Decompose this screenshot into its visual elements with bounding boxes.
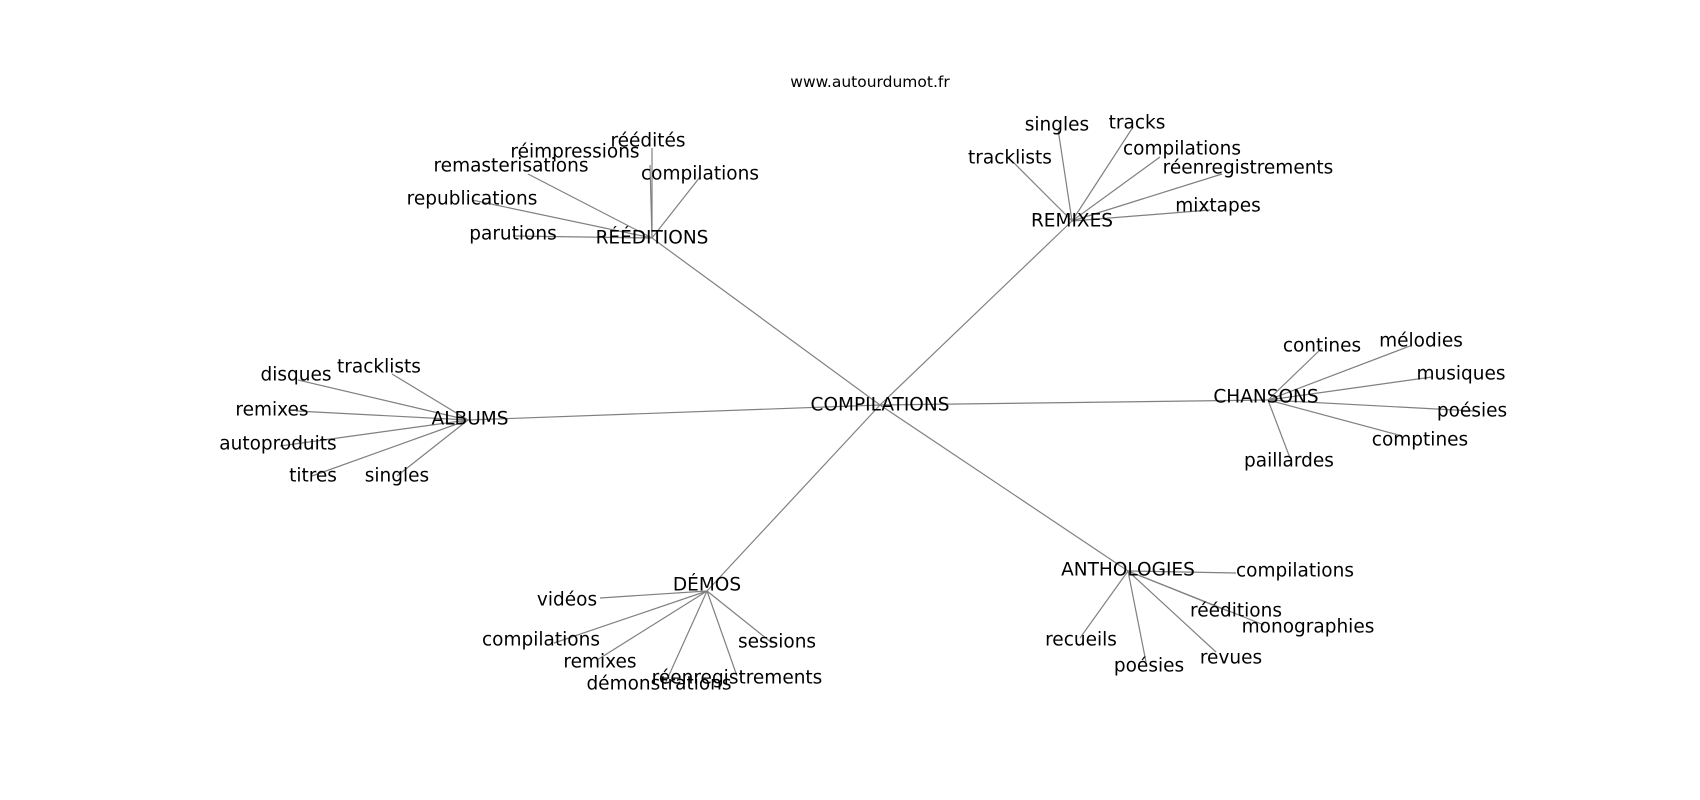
- labels-layer: COMPILATIONS RÉÉDITIONS rééditésréimpressi…: [219, 113, 1507, 695]
- leaf-node-label: musiques: [1416, 364, 1505, 385]
- edge-center-to-branch: [879, 404, 1129, 572]
- leaf-node-label: poésies: [1437, 401, 1507, 422]
- edge-center-to-branch: [467, 404, 881, 421]
- edge-branch-to-leaf: [1267, 399, 1291, 459]
- edge-branch-to-leaf: [512, 235, 653, 239]
- branch-node-label: RÉÉDITIONS: [596, 227, 709, 249]
- edge-branch-to-leaf: [1013, 162, 1073, 222]
- edge-branch-to-leaf: [295, 410, 469, 421]
- leaf-node-label: réimpressions: [510, 142, 639, 163]
- branch-node-label: CHANSONS: [1213, 387, 1318, 408]
- source-credit: www.autourdumot.fr: [790, 73, 950, 91]
- leaf-node-label: réenregistrements: [652, 668, 823, 689]
- edge-branch-to-leaf: [471, 199, 653, 239]
- edge-branch-to-leaf: [651, 176, 701, 239]
- branch-node-label: REMIXES: [1031, 211, 1113, 232]
- leaf-node-label: paillardes: [1244, 451, 1334, 472]
- edge-branch-to-leaf: [311, 419, 469, 477]
- branch-node-label: DÉMOS: [673, 574, 741, 596]
- edge-center-to-branch: [879, 399, 1269, 406]
- leaf-node-label: tracks: [1109, 113, 1166, 134]
- leaf-node-label: tracklists: [337, 357, 421, 378]
- edge-center-to-branch: [651, 237, 881, 406]
- edge-branch-to-leaf: [553, 590, 708, 644]
- edge-branch-to-leaf: [391, 373, 469, 421]
- edge-branch-to-leaf: [1267, 399, 1475, 412]
- edge-center-to-branch: [879, 220, 1073, 406]
- leaf-node-label: recueils: [1045, 630, 1117, 651]
- center-node-label: COMPILATIONS: [811, 395, 950, 416]
- edge-branch-to-leaf: [596, 590, 708, 661]
- branch-node-label: ALBUMS: [432, 409, 509, 430]
- leaf-node-label: compilations: [1123, 139, 1241, 160]
- edge-branch-to-leaf: [1071, 156, 1161, 222]
- leaf-node-label: remasterisations: [433, 156, 588, 177]
- leaf-node-label: démonstrations: [586, 674, 731, 695]
- edge-branch-to-leaf: [527, 173, 653, 239]
- edge-branch-to-leaf: [1127, 570, 1237, 574]
- leaf-node-label: mélodies: [1379, 331, 1463, 352]
- edge-branch-to-leaf: [1127, 570, 1147, 663]
- branch-node-label: ANTHOLOGIES: [1061, 560, 1195, 581]
- edge-branch-to-leaf: [706, 590, 773, 644]
- leaf-node-label: vidéos: [537, 590, 597, 611]
- leaf-node-label: monographies: [1242, 617, 1375, 638]
- leaf-node-label: titres: [289, 466, 337, 487]
- leaf-node-label: mixtapes: [1175, 196, 1260, 217]
- leaf-node-label: poésies: [1114, 656, 1184, 677]
- leaf-node-label: compilations: [482, 630, 600, 651]
- edge-branch-to-leaf: [1071, 209, 1211, 222]
- edge-branch-to-leaf: [1267, 345, 1411, 401]
- leaf-node-label: disques: [260, 365, 331, 386]
- edge-branch-to-leaf: [599, 590, 708, 599]
- leaf-node-label: compilations: [641, 164, 759, 185]
- edge-branch-to-leaf: [297, 379, 469, 421]
- edge-center-to-branch: [706, 404, 881, 592]
- leaf-node-label: comptines: [1372, 430, 1468, 451]
- edge-branch-to-leaf: [1267, 376, 1433, 401]
- edges-layer: [279, 126, 1475, 685]
- leaf-node-label: remixes: [235, 400, 308, 421]
- leaf-node-label: republications: [407, 189, 538, 210]
- edge-branch-to-leaf: [1267, 399, 1403, 437]
- edge-branch-to-leaf: [279, 419, 469, 447]
- edge-branch-to-leaf: [1071, 126, 1134, 222]
- edge-branch-to-leaf: [706, 590, 738, 677]
- edge-branch-to-leaf: [1127, 570, 1265, 626]
- leaf-node-label: revues: [1200, 648, 1262, 669]
- leaf-node-label: compilations: [1236, 561, 1354, 582]
- edge-branch-to-leaf: [1057, 128, 1073, 222]
- edge-branch-to-leaf: [664, 590, 708, 685]
- leaf-node-label: parutions: [469, 224, 557, 245]
- leaf-node-label: contines: [1283, 336, 1361, 357]
- edge-branch-to-leaf: [396, 419, 469, 477]
- edge-branch-to-leaf: [1079, 570, 1129, 639]
- leaf-node-label: sessions: [738, 632, 816, 653]
- leaf-node-label: singles: [365, 466, 429, 487]
- edge-branch-to-leaf: [1127, 570, 1217, 653]
- leaf-node-label: réenregistrements: [1163, 158, 1334, 179]
- leaf-node-label: tracklists: [968, 148, 1052, 169]
- leaf-node-label: remixes: [563, 652, 636, 673]
- leaf-node-label: rééditions: [1190, 601, 1282, 622]
- leaf-node-label: autoproduits: [219, 434, 336, 455]
- edge-branch-to-leaf: [1071, 173, 1223, 222]
- edge-branch-to-leaf: [1267, 347, 1323, 401]
- leaf-node-label: singles: [1025, 115, 1089, 136]
- leaf-node-label: réédités: [610, 131, 685, 152]
- edge-branch-to-leaf: [649, 164, 653, 239]
